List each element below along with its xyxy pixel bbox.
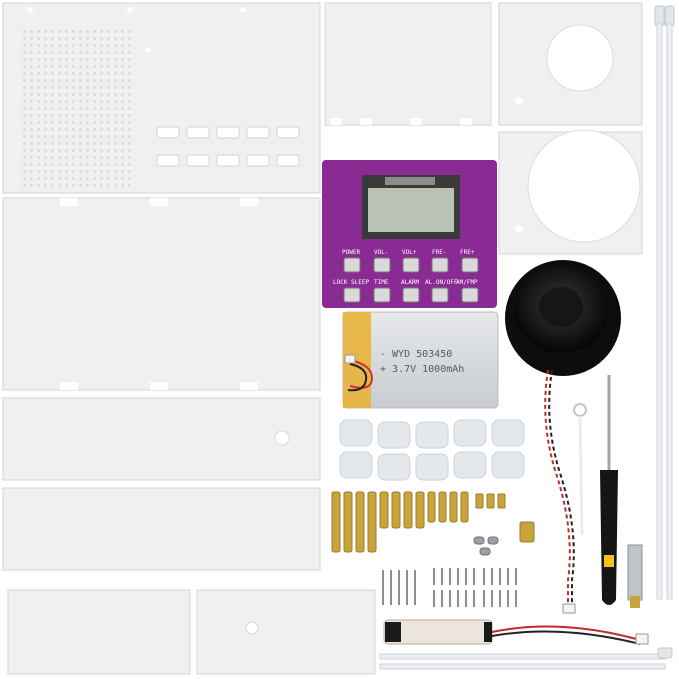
brass-standoffs [331, 491, 535, 553]
acrylic-speaker-panel-large [498, 129, 643, 255]
pcb-button-labels-top: POWER VOL- VOL+ FRE- FRE+ [342, 249, 475, 256]
pcb-label-vol-plus: VOL+ [402, 249, 417, 256]
acrylic-front-panel [2, 2, 321, 194]
battery-label-line1: - WYD 503450 [380, 349, 452, 360]
long-screws [382, 570, 416, 605]
acrylic-back-panel [2, 197, 321, 391]
pcb-label-fre-plus: FRE+ [460, 249, 475, 256]
screwdriver [600, 375, 618, 605]
pcb-buttons [343, 257, 479, 303]
pcb-button-labels-bottom: LOCK SLEEP TIME ALARM AL.ON/OFF AM/FMP [333, 279, 478, 286]
machine-screws [433, 568, 517, 607]
telescopic-antenna [627, 294, 643, 608]
acrylic-speaker-panel-small [498, 2, 643, 126]
small-screws [473, 536, 499, 556]
pcb-label-am-fmp: AM/FMP [456, 279, 478, 286]
pcb-label-fre-minus: FRE- [432, 249, 446, 256]
silicone-keycaps [339, 419, 525, 481]
pcb-label-lock-sleep: LOCK SLEEP [333, 279, 370, 286]
pcb-label-time: TIME [374, 279, 389, 286]
lipo-battery: - WYD 503450 + 3.7V 1000mAh [342, 311, 499, 409]
battery-label-line2: + 3.7V 1000mAh [380, 364, 464, 375]
cable-tie-bottom [379, 647, 673, 670]
acrylic-end-panel-2 [196, 589, 376, 675]
acrylic-top-panel [324, 2, 492, 126]
speaker [505, 260, 621, 376]
ferrite-antenna-coil [383, 619, 649, 645]
acrylic-end-panel-1 [7, 589, 191, 675]
pcb-label-alarm: ALARM [401, 279, 419, 286]
radio-pcb-board [322, 160, 497, 308]
acrylic-side-panel-1 [2, 397, 321, 481]
acrylic-side-panel-2 [2, 487, 321, 571]
pcb-label-al-on-off: AL.ON/OFF [425, 279, 458, 286]
pcb-label-vol-minus: VOL- [374, 249, 388, 256]
speaker-wire [544, 369, 576, 614]
cable-tie-right-1 [654, 5, 665, 600]
solder-lug-wire [573, 403, 587, 536]
pcb-label-power: POWER [342, 249, 360, 256]
battery-leads [344, 354, 374, 392]
cable-tie-right-2 [664, 5, 675, 600]
